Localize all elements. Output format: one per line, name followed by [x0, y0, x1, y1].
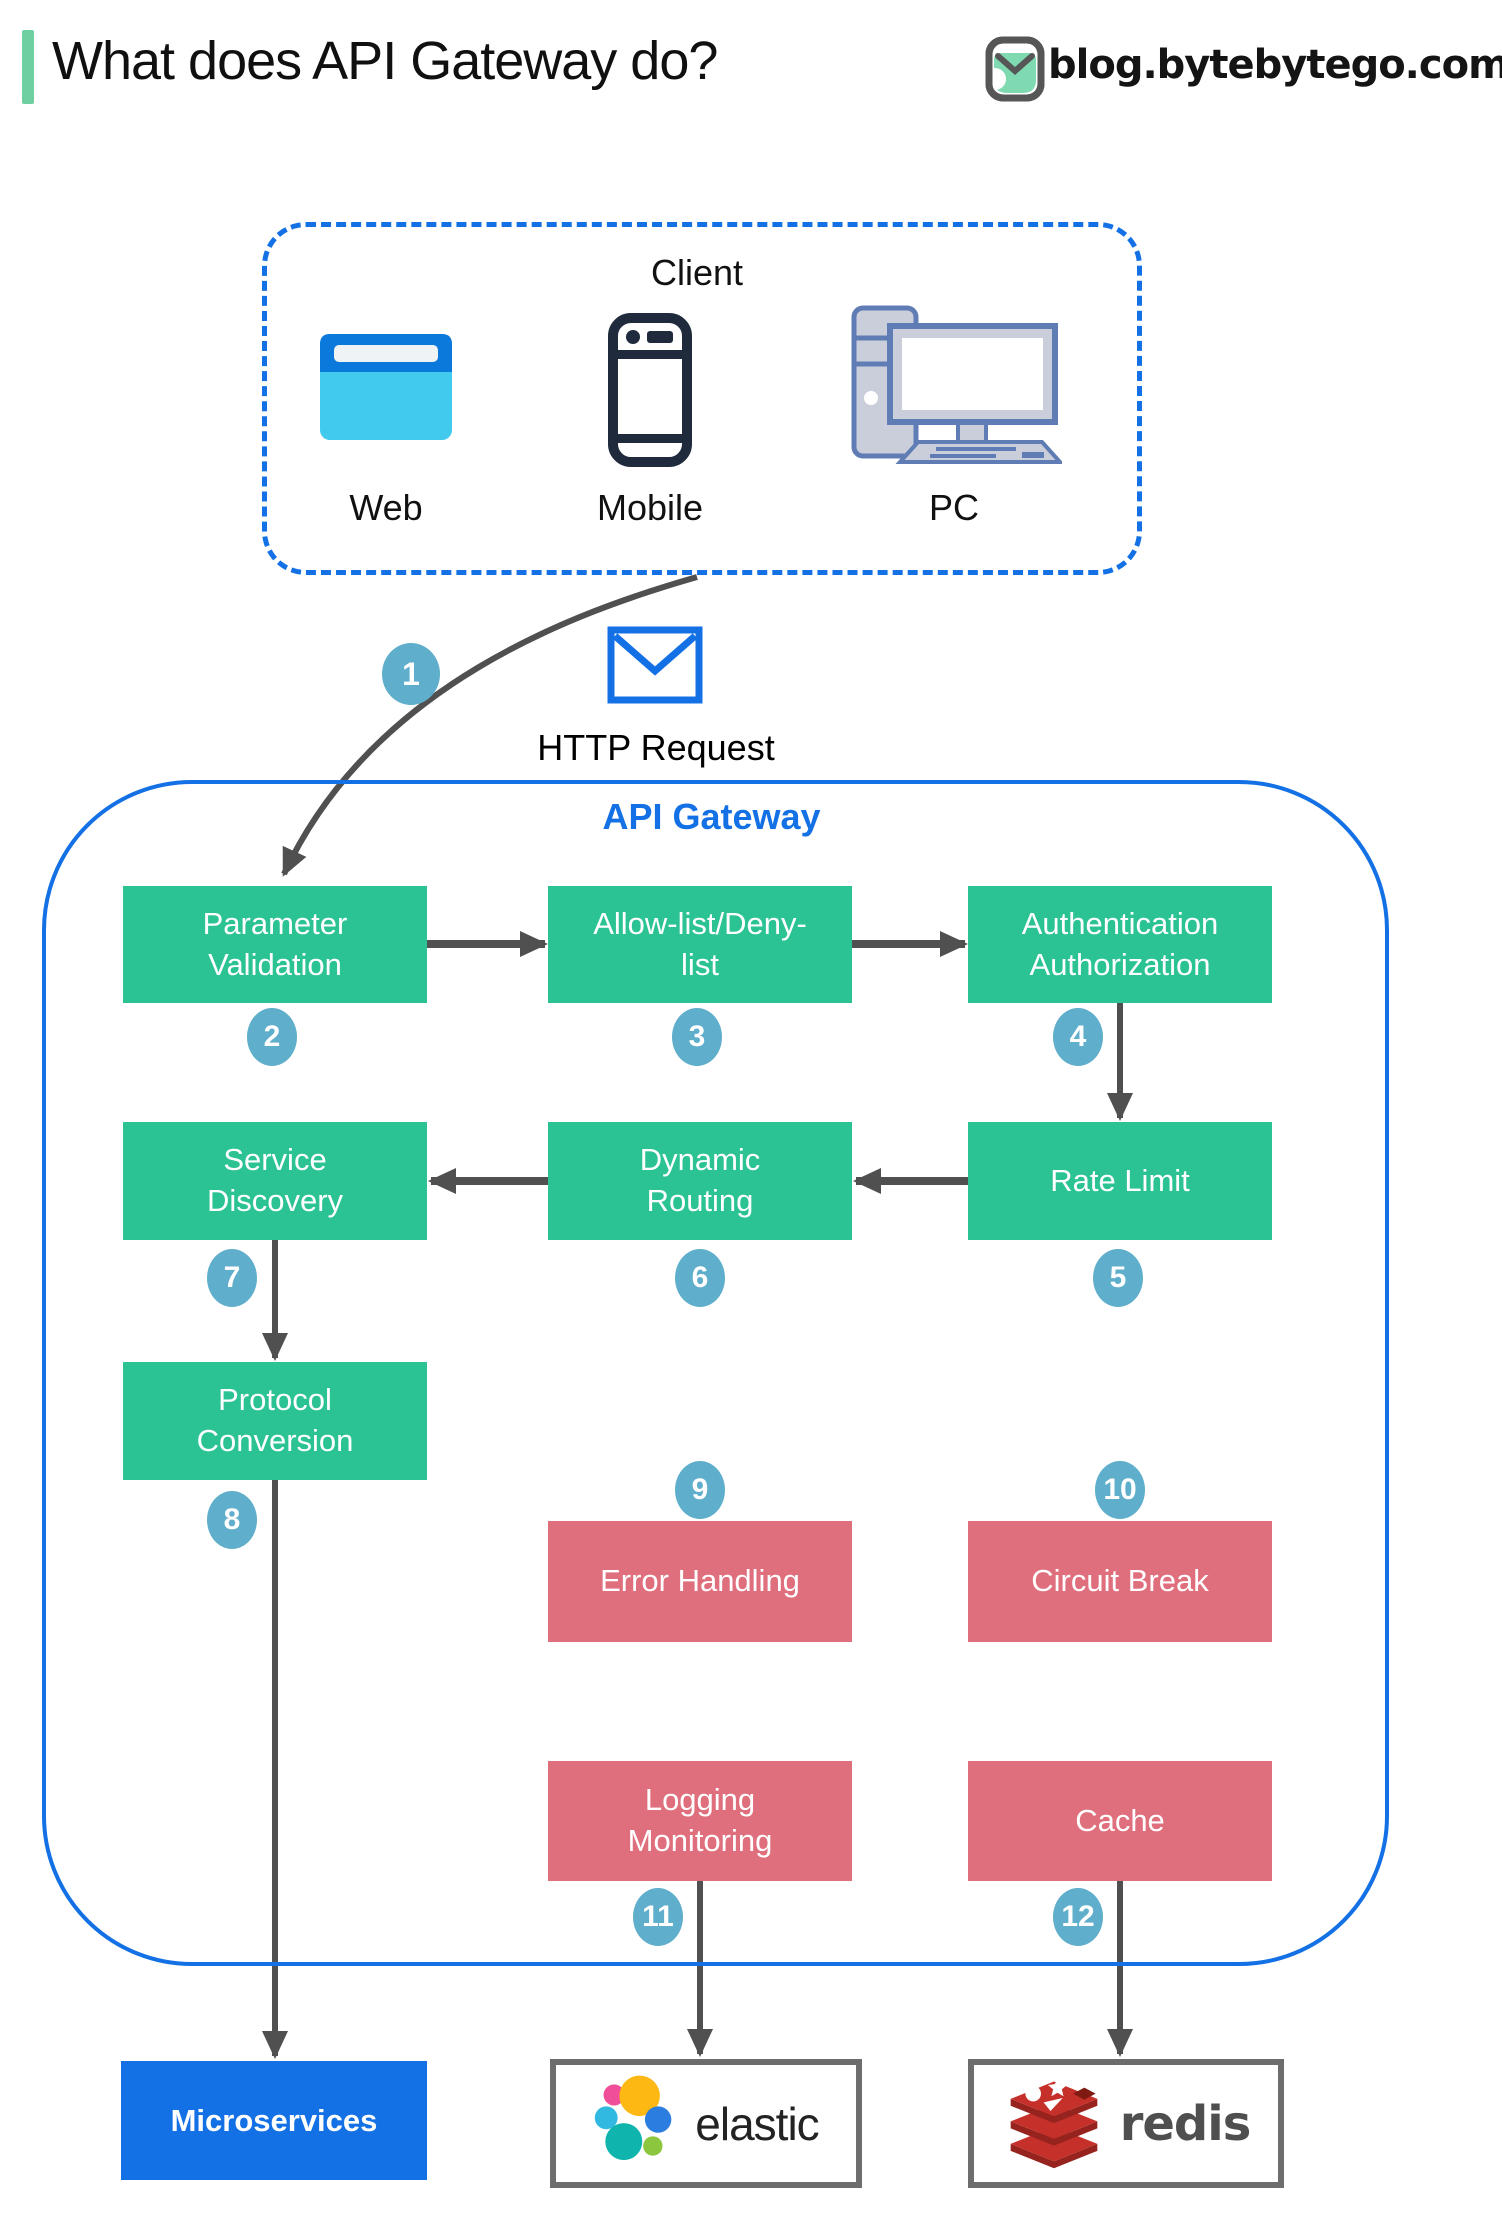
desktop-pc-icon	[851, 305, 1062, 464]
page-title: What does API Gateway do?	[52, 31, 718, 91]
step-parameter-validation: Parameter Validation	[123, 886, 427, 1003]
step-rate-limit: Rate Limit	[968, 1122, 1272, 1240]
step-badge-8: 8	[207, 1491, 257, 1549]
microservices-label: Microservices	[170, 2102, 378, 2138]
step-logging-monitoring: Logging Monitoring	[548, 1761, 852, 1881]
step-protocol-conversion: Protocol Conversion	[123, 1362, 427, 1480]
step-authentication: Authentication Authorization	[968, 886, 1272, 1003]
step-cache: Cache	[968, 1761, 1272, 1881]
step-badge-6: 6	[675, 1249, 725, 1307]
step-badge-11: 11	[633, 1888, 683, 1946]
web-browser-icon	[320, 334, 452, 440]
title-accent-bar	[22, 30, 34, 104]
step-badge-3: 3	[672, 1008, 722, 1066]
device-label-mobile: Mobile	[596, 487, 704, 528]
redis-box: redis	[968, 2059, 1284, 2188]
api-gateway-box	[42, 780, 1389, 1966]
mobile-phone-icon	[608, 313, 692, 467]
redis-logo-icon	[1010, 2077, 1098, 2168]
redis-label: redis	[1119, 2095, 1252, 2152]
bytebytego-logo-icon	[985, 36, 1045, 102]
step-badge-1: 1	[382, 643, 440, 705]
step-error-handling: Error Handling	[548, 1521, 852, 1642]
step-badge-2: 2	[247, 1008, 297, 1066]
step-badge-4: 4	[1053, 1008, 1103, 1066]
step-dynamic-routing: Dynamic Routing	[548, 1122, 852, 1240]
step-badge-9: 9	[675, 1461, 725, 1519]
site-url: blog.bytebytego.com	[1048, 42, 1502, 88]
microservices-box: Microservices	[121, 2061, 427, 2180]
step-circuit-break: Circuit Break	[968, 1521, 1272, 1642]
step-badge-7: 7	[207, 1249, 257, 1307]
client-group-box	[262, 222, 1142, 575]
elastic-box: elastic	[550, 2059, 862, 2188]
step-badge-5: 5	[1093, 1249, 1143, 1307]
device-label-pc: PC	[928, 487, 980, 528]
arrow-client-to-gateway	[281, 574, 698, 877]
elastic-logo-icon	[595, 2075, 672, 2160]
device-label-web: Web	[349, 487, 423, 528]
step-badge-12: 12	[1053, 1888, 1103, 1946]
step-badge-10: 10	[1095, 1461, 1145, 1519]
http-request-label: HTTP Request	[537, 727, 775, 768]
envelope-icon	[607, 626, 703, 704]
elastic-label: elastic	[695, 2097, 819, 2150]
client-group-label: Client	[650, 252, 744, 293]
step-allow-deny-list: Allow-list/Deny- list	[548, 886, 852, 1003]
step-service-discovery: Service Discovery	[123, 1122, 427, 1240]
api-gateway-title: API Gateway	[602, 796, 821, 837]
